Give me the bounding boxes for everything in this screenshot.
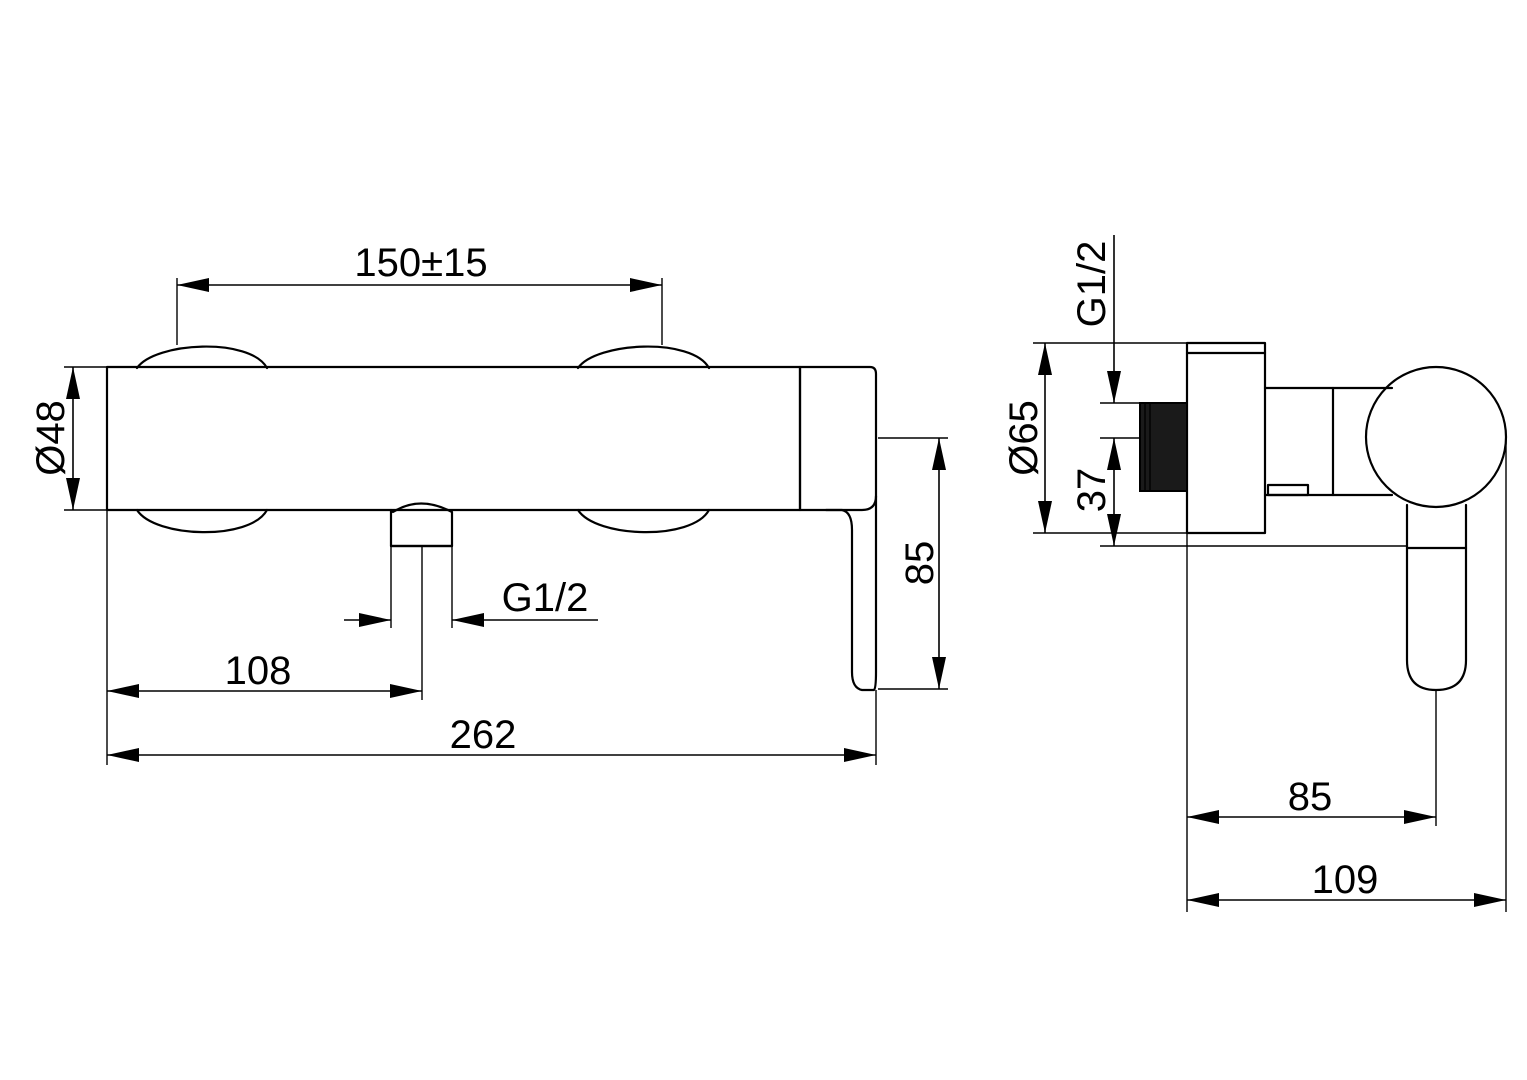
dim-mount-spacing: 150±15 xyxy=(354,241,487,285)
dim-handle-projection: 85 xyxy=(1288,775,1333,819)
dim-overall-length: 262 xyxy=(450,713,517,757)
escutcheon-side xyxy=(1185,341,1267,535)
front-view: 150±15 Ø48 G1/2 108 262 8 xyxy=(29,241,948,765)
mixer-body xyxy=(105,365,802,512)
handle-lever-side xyxy=(1405,503,1468,692)
left-escutcheon-bottom xyxy=(135,508,269,534)
dim-escutcheon-diameter: Ø65 xyxy=(1002,400,1046,476)
left-escutcheon-top xyxy=(135,345,269,370)
outlet-spout xyxy=(389,502,454,548)
threaded-connector xyxy=(1139,402,1188,492)
dim-outlet-thread: G1/2 xyxy=(502,576,589,620)
dim-wall-thread: G1/2 xyxy=(1070,241,1114,328)
right-escutcheon-top xyxy=(576,345,711,370)
handle-knob xyxy=(1364,365,1508,509)
dim-body-diameter: Ø48 xyxy=(29,400,73,476)
body-detail xyxy=(1266,483,1310,497)
dim-handle-length: 85 xyxy=(898,541,942,586)
handle-lever xyxy=(824,494,878,692)
handle-cap xyxy=(798,365,878,512)
dim-connection-height: 37 xyxy=(1070,468,1114,513)
dim-outlet-offset: 108 xyxy=(225,649,292,693)
dim-overall-depth: 109 xyxy=(1312,858,1379,902)
side-view: Ø65 G1/2 37 85 109 xyxy=(1002,235,1508,912)
right-escutcheon-bottom xyxy=(576,508,711,534)
